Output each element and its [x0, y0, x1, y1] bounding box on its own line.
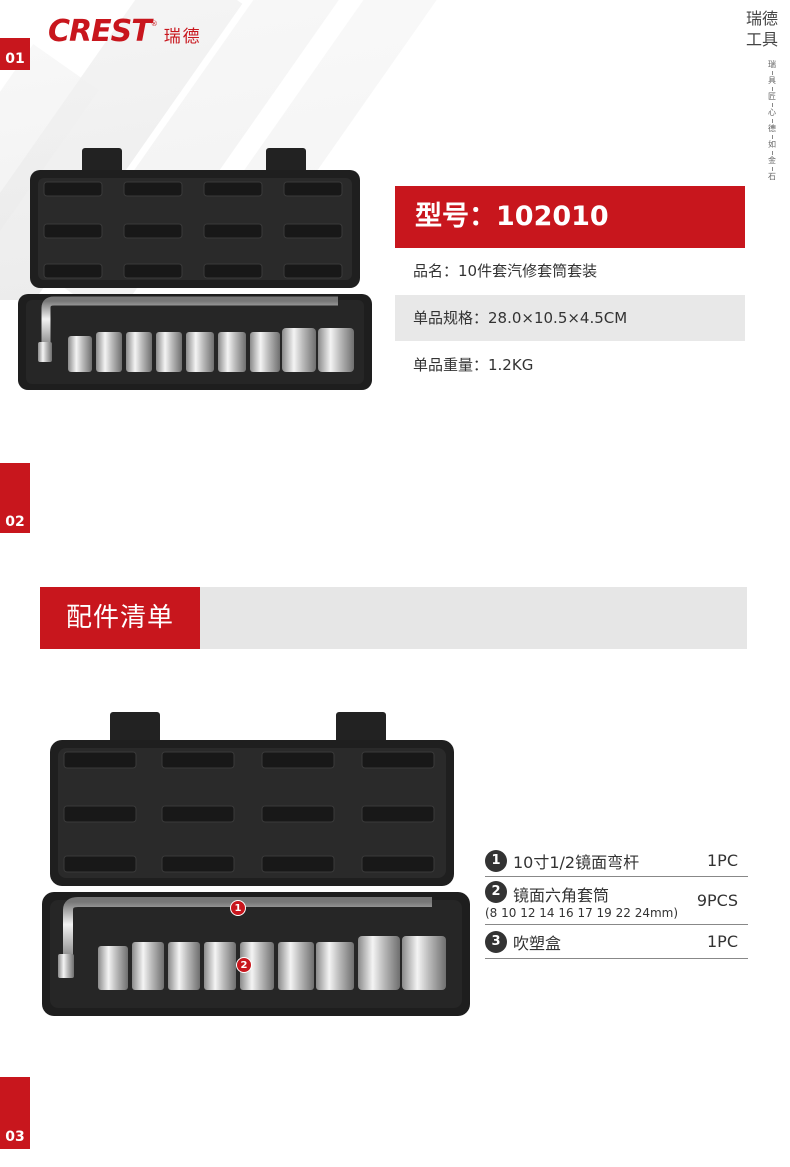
registered-mark: ® [150, 20, 158, 28]
section-number-01: 01 [0, 38, 30, 70]
brand-corner-line2: 工具 [745, 30, 778, 49]
slogan-char: 如 [768, 140, 776, 149]
slogan-char: 瑞 [768, 60, 776, 69]
section-number-03: 03 [0, 1077, 30, 1149]
parts-list-title: 配件清单 [40, 587, 200, 649]
callout-marker-1: 1 [230, 900, 246, 916]
slogan-char: 德 [768, 124, 776, 133]
item-quantity: 1PC [707, 851, 738, 870]
slogan-char: 匠 [768, 92, 776, 101]
product-size: 单品规格：28.0×10.5×4.5CM [395, 295, 745, 341]
item-number-badge: 3 [485, 930, 507, 953]
section-number-02: 02 [0, 463, 30, 533]
brand-corner-title: 瑞德 工具 [746, 8, 778, 50]
logo-wordmark: CREST [48, 13, 152, 49]
slogan-char: 心 [768, 108, 776, 117]
parts-list: 1 10寸1/2镜面弯杆 1PC 2 镜面六角套筒 (8 10 12 14 16… [485, 845, 748, 959]
slogan-char: 金 [768, 156, 776, 165]
item-quantity: 9PCS [696, 891, 738, 910]
toolbox-image-bottom [42, 712, 470, 1016]
list-item: 1 10寸1/2镜面弯杆 1PC [485, 845, 748, 877]
vertical-slogan: 瑞 具 匠 心 德 如 金 石 [766, 60, 778, 182]
list-item: 3 吹塑盒 1PC [485, 925, 748, 959]
item-sizes: (8 10 12 14 16 17 19 22 24mm) [485, 905, 679, 920]
brand-logo: CREST ® 瑞德 [48, 13, 202, 49]
item-number-badge: 1 [485, 849, 507, 872]
model-number-bar: 型号：102010 [395, 186, 745, 248]
item-name: 吹塑盒 [513, 933, 562, 953]
product-weight: 单品重量：1.2KG [413, 356, 534, 374]
slogan-char: 石 [768, 172, 776, 181]
item-number-badge: 2 [485, 881, 507, 903]
toolbox-image-top [18, 148, 372, 390]
item-quantity: 1PC [707, 932, 738, 951]
slogan-char: 具 [768, 76, 776, 85]
product-name: 品名：10件套汽修套筒套装 [413, 262, 598, 280]
item-name: 10寸1/2镜面弯杆 [513, 852, 640, 872]
list-item: 2 镜面六角套筒 (8 10 12 14 16 17 19 22 24mm) 9… [485, 877, 748, 925]
logo-chinese-name: 瑞德 [163, 26, 202, 47]
callout-marker-2: 2 [236, 957, 252, 973]
brand-corner-line1: 瑞德 [745, 9, 778, 28]
item-name: 镜面六角套筒 [513, 885, 610, 905]
